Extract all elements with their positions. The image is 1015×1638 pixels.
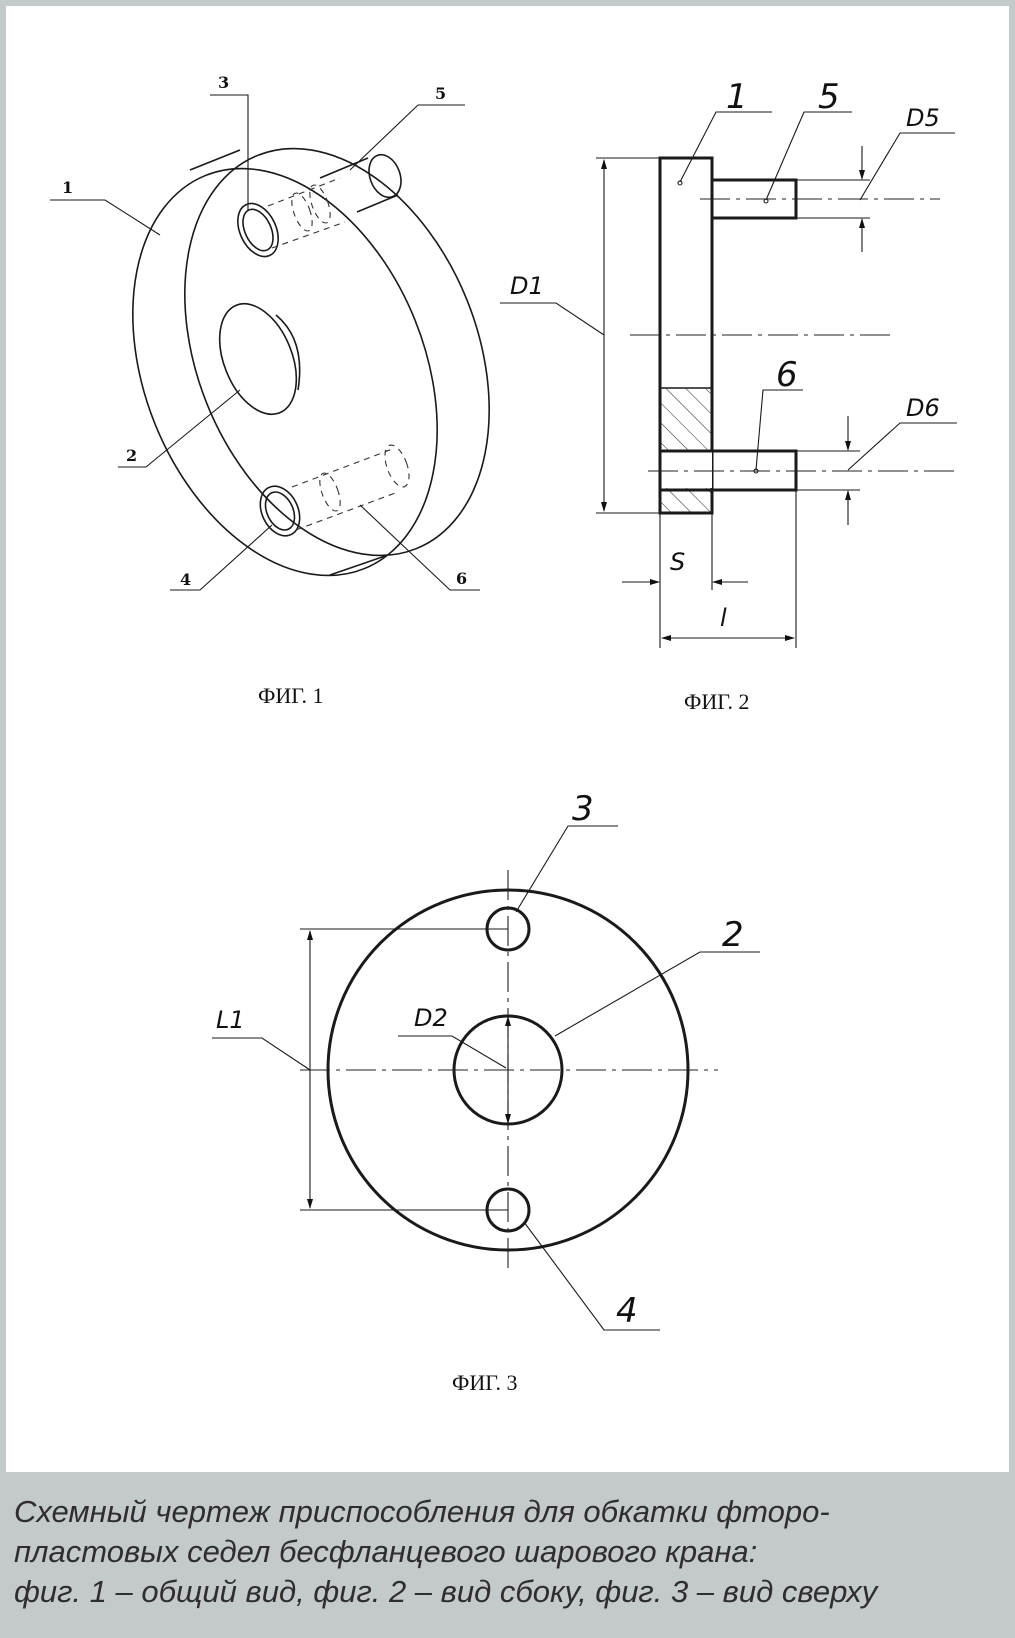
- fig2-dim-d5: [796, 132, 955, 252]
- fig2-tube-5: [700, 178, 940, 220]
- fig2-label-6: 6: [776, 355, 798, 395]
- fig2-label-5: 5: [818, 77, 840, 117]
- fig2-dim-d5-label: D5: [906, 104, 940, 132]
- fig2-dim-s: [622, 513, 748, 648]
- fig1-hole-4: [259, 444, 410, 537]
- fig1-label-3: 3: [218, 73, 229, 92]
- fig1-tube-5: [319, 153, 402, 213]
- fig2-label-1: 1: [726, 77, 748, 117]
- fig1-isometric-view: 1 2 3 4 5 6 ФИГ. 1: [50, 73, 490, 708]
- fig1-label-5: 5: [435, 84, 446, 103]
- fig1-leaders: [50, 94, 480, 591]
- fig3-dim-d2: [398, 1016, 511, 1124]
- fig2-caption: ФИГ. 2: [684, 689, 750, 714]
- caption-line-2: пластовых седел бесфланцевого шарового к…: [14, 1534, 758, 1569]
- fig3-dim-l1: [212, 928, 508, 1211]
- fig1-label-2: 2: [126, 446, 137, 465]
- fig1-hole-3: [237, 177, 346, 258]
- fig3-top-view: 3 2 4 L1 D2 ФИГ. 3: [212, 789, 760, 1395]
- fig3-dim-d2-label: D2: [414, 1004, 448, 1032]
- fig2-dim-l: [661, 490, 797, 648]
- fig1-center-hole: [218, 302, 298, 416]
- fig2-dim-l-label: l: [720, 604, 727, 632]
- fig1-disk: [132, 147, 490, 577]
- fig2-dim-s-label: S: [670, 548, 685, 576]
- fig3-label-3: 3: [572, 789, 594, 829]
- fig3-label-2: 2: [722, 915, 744, 955]
- fig1-label-4: 4: [180, 570, 191, 589]
- fig2-side-view: 1 5 6 D1 D5 D6 S l ФИГ. 2: [500, 77, 957, 714]
- figure-caption-panel: Схемный чертеж приспособления для обкатк…: [0, 1472, 1015, 1638]
- fig2-dim-d1: [500, 157, 660, 514]
- fig2-dim-d1-label: D1: [510, 272, 544, 300]
- fig1-label-6: 6: [456, 569, 467, 588]
- fig2-leaders: [677, 111, 852, 474]
- caption-line-3: фиг. 1 – общий вид, фиг. 2 – вид сбоку, …: [14, 1574, 878, 1609]
- fig3-leaders: [515, 825, 760, 1331]
- caption-line-1: Схемный чертеж приспособления для обкатк…: [14, 1494, 830, 1529]
- fig2-dim-d6-label: D6: [906, 394, 940, 422]
- fig1-label-1: 1: [62, 178, 73, 197]
- fig3-label-4: 4: [616, 1291, 638, 1331]
- technical-drawing: 1 2 3 4 5 6 ФИГ. 1: [50, 73, 957, 1395]
- fig3-dim-l1-label: L1: [216, 1006, 245, 1034]
- fig1-center-hole-bore: [275, 314, 301, 391]
- fig3-caption: ФИГ. 3: [452, 1370, 518, 1395]
- fig2-tube-6: [648, 449, 955, 492]
- fig1-caption: ФИГ. 1: [258, 683, 324, 708]
- fig2-dim-d6: [796, 416, 957, 525]
